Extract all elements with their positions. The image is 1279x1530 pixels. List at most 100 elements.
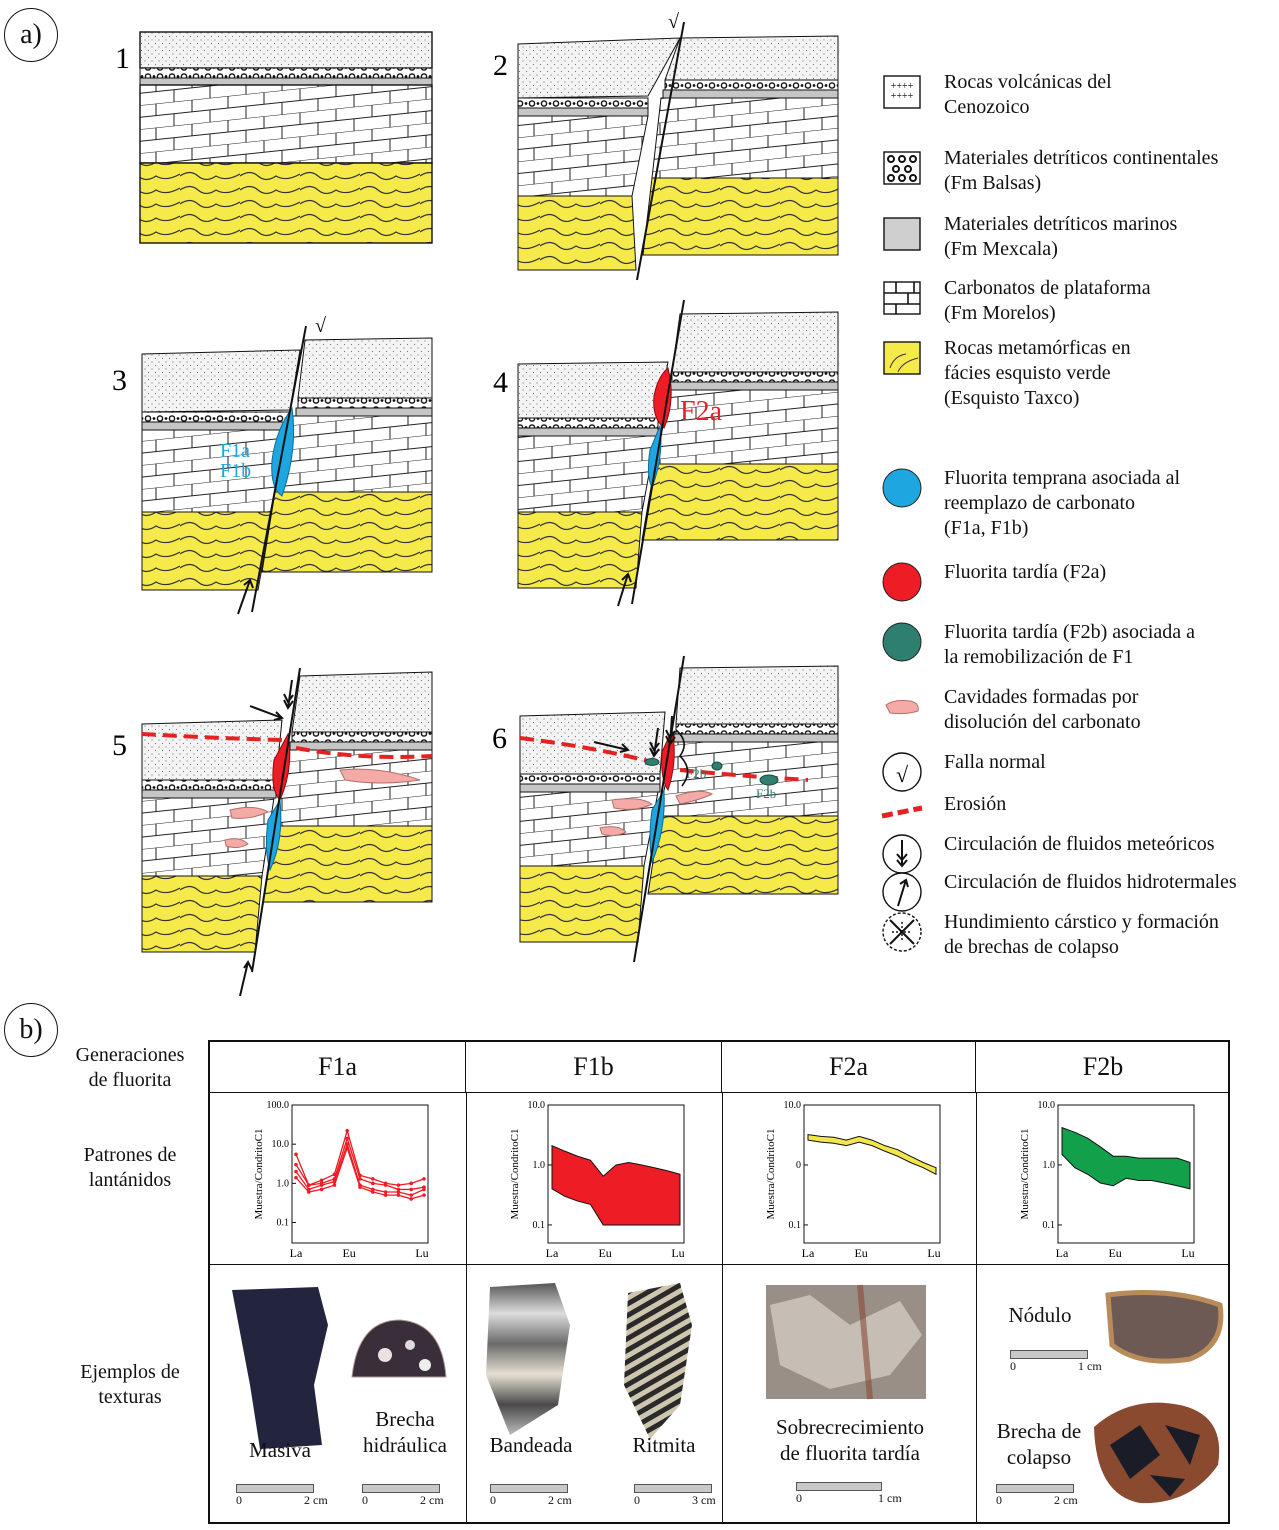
range-area (551, 1144, 681, 1226)
texture-label-ritmita: Ritmita (632, 1433, 696, 1457)
chart-frame (1057, 1104, 1195, 1244)
data-point (409, 1193, 413, 1197)
legend-item: √Falla normal (880, 750, 1046, 794)
data-point (409, 1197, 413, 1201)
data-point (345, 1146, 349, 1150)
legend-text: Cavidades formadas por disolución del ca… (944, 686, 1141, 733)
normal-fault-icon: √ (668, 11, 679, 33)
data-point (319, 1183, 324, 1187)
col-head-f1b: F1b (466, 1042, 722, 1092)
legend-item: Fluorita temprana asociada al reemplazo … (880, 466, 1180, 541)
x-tick-label: Eu (342, 1246, 355, 1260)
hydrothermal-fluids-icon (882, 872, 922, 912)
chart-frame (291, 1104, 429, 1244)
data-point (307, 1190, 311, 1194)
data-point (396, 1190, 401, 1194)
data-point (396, 1183, 401, 1187)
legend-item: Fluorita tardía (F2b) asociada a la remo… (880, 620, 1195, 670)
svg-text:++++: ++++ (891, 81, 914, 92)
data-point (396, 1193, 401, 1197)
y-tick-label: 0 (796, 1160, 801, 1171)
texture-label-bandeada: Bandeada (489, 1433, 573, 1457)
legend-text: Circulación de fluidos hidrotermales (944, 871, 1237, 893)
stage-6-section: 6 F2b F2b (492, 655, 839, 963)
legend-text: Circulación de fluidos meteóricos (944, 833, 1215, 855)
nodule-photo (1105, 1290, 1224, 1364)
data-point (396, 1187, 401, 1192)
row-label-textures: Ejemplos de texturas (80, 1361, 180, 1408)
texture-label-sobrecrecimiento: Sobrecrecimiento de fluorita tardía (775, 1415, 925, 1465)
range-area (1061, 1126, 1191, 1190)
x-tick-label: Eu (854, 1246, 867, 1260)
data-point (358, 1177, 362, 1181)
x-tick-label: Lu (1181, 1246, 1194, 1260)
data-point (422, 1187, 426, 1192)
legend-item: Carbonatos de plataforma (Fm Morelos) (880, 276, 1151, 326)
y-tick-label: 1.0 (533, 1160, 546, 1171)
stage-4-section: 4 F2a (493, 299, 839, 607)
texture-label-brecha-hidraulica: Brecha hidráulica (363, 1407, 447, 1457)
marine-detritic-icon (883, 217, 921, 251)
legend-text: Falla normal (944, 751, 1046, 773)
volcanic-rocks-icon: ++++++++ (883, 75, 921, 109)
range-area (807, 1134, 937, 1176)
legend-text: Rocas metamórficas en fácies esquisto ve… (944, 337, 1131, 409)
texture-label-nodulo: Nódulo (1008, 1303, 1072, 1327)
rhythmite-photo (624, 1283, 692, 1439)
legend-item: Rocas metamórficas en fácies esquisto ve… (880, 336, 1131, 411)
legend-item: Circulación de fluidos meteóricos (880, 832, 1214, 876)
legend-item: ++++++++Rocas volcánicas del Cenozoico (880, 70, 1112, 120)
data-point (371, 1181, 375, 1186)
x-tick-label: Lu (927, 1246, 940, 1260)
texture-photos (232, 1283, 1224, 1504)
stage-number: 2 (493, 49, 508, 82)
y-tick-label: 1.0 (277, 1178, 290, 1189)
data-point (422, 1177, 426, 1181)
y-axis-label: Muestra/CondritoC1 (1019, 1128, 1031, 1219)
col-head-f1a: F1a (210, 1042, 466, 1092)
y-tick-label: 0.1 (277, 1218, 290, 1229)
data-point (319, 1187, 324, 1192)
data-point (294, 1175, 298, 1180)
data-point (409, 1181, 413, 1186)
massive-texture-photo (232, 1287, 328, 1449)
data-point (371, 1187, 375, 1192)
legend-text: Hundimiento cárstico y formación de brec… (944, 911, 1219, 958)
data-point (383, 1190, 388, 1194)
y-tick-label: 10.0 (272, 1139, 290, 1150)
carbonate-platform-icon (883, 281, 921, 315)
legend-text: Erosión (944, 793, 1007, 815)
banded-texture-photo (486, 1283, 570, 1435)
data-point (358, 1185, 362, 1189)
data-point (294, 1162, 298, 1167)
data-point (345, 1136, 349, 1141)
stage-number: 1 (115, 42, 130, 75)
y-tick-label: 100.0 (267, 1100, 290, 1111)
x-tick-label: Lu (415, 1246, 428, 1260)
data-point (383, 1183, 388, 1187)
legend-item: Hundimiento cárstico y formación de brec… (880, 910, 1219, 960)
f2b-label: F2b (756, 786, 776, 801)
legend-item: Materiales detríticos continentales (Fm … (880, 146, 1218, 196)
texture-label-masiva: Masiva (249, 1438, 311, 1462)
data-point (371, 1177, 375, 1181)
row-label-patterns: Patrones de lantánidos (83, 1144, 177, 1191)
stage-number: 5 (112, 729, 127, 762)
y-tick-label: 10.0 (528, 1100, 546, 1111)
early-fluorite-icon (882, 468, 922, 508)
stage-3-section: 3 √ F1a F1b (112, 315, 433, 615)
chart-frame (803, 1104, 941, 1244)
stage-2-section: 2 √ (493, 11, 839, 281)
hydraulic-breccia-photo (351, 1319, 447, 1378)
legend-item: Fluorita tardía (F2a) (880, 560, 1106, 604)
data-point (307, 1183, 311, 1187)
y-tick-label: 0.1 (1043, 1220, 1056, 1231)
f2b-label: F2b (686, 766, 706, 781)
